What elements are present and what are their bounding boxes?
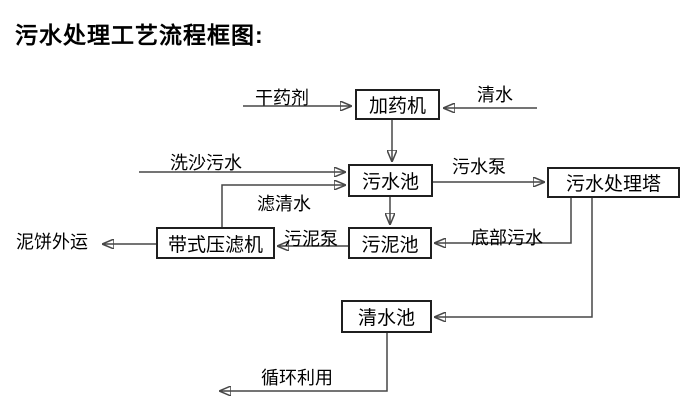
label-mud-cake-outbound: 泥饼外运: [16, 232, 88, 252]
node-sewage-pool: 污水池: [348, 164, 433, 197]
node-clear-water-pool-label: 清水池: [357, 308, 415, 329]
label-sewage-pump: 污水泵: [452, 157, 506, 177]
page-title: 污水处理工艺流程框图:: [15, 22, 264, 48]
node-belt-filter-press-label: 带式压滤机: [167, 234, 263, 256]
node-dosing-machine-label: 加药机: [368, 96, 426, 117]
label-dry-chemical: 干药剂: [255, 88, 309, 108]
label-clean-water: 清水: [477, 85, 513, 105]
label-bottom-sewage: 底部污水: [471, 228, 543, 248]
arrow-tower-to-clear-water-pool: [435, 198, 593, 317]
node-belt-filter-press: 带式压滤机: [156, 227, 275, 259]
arrow-clear-water-pool-to-recycling: [220, 333, 388, 391]
node-sewage-treatment-tower-label: 污水处理塔: [565, 174, 661, 195]
node-dosing-machine: 加药机: [355, 89, 440, 120]
label-filtered-water: 滤清水: [257, 194, 311, 214]
node-clear-water-pool: 清水池: [341, 300, 432, 333]
node-sludge-pool: 污泥池: [348, 227, 432, 259]
node-sludge-pool-label: 污泥池: [361, 234, 419, 256]
arrow-filtered-water-to-sewage-pool: [221, 185, 345, 227]
label-recycling: 循环利用: [261, 368, 333, 388]
label-sand-washing-sewage: 洗沙污水: [170, 153, 242, 173]
node-sewage-pool-label: 污水池: [361, 172, 419, 193]
arrow-tower-bottom-sewage-to-sludge-pool: [435, 198, 572, 243]
label-sludge-pump: 污泥泵: [284, 229, 338, 249]
node-sewage-treatment-tower: 污水处理塔: [547, 167, 680, 198]
